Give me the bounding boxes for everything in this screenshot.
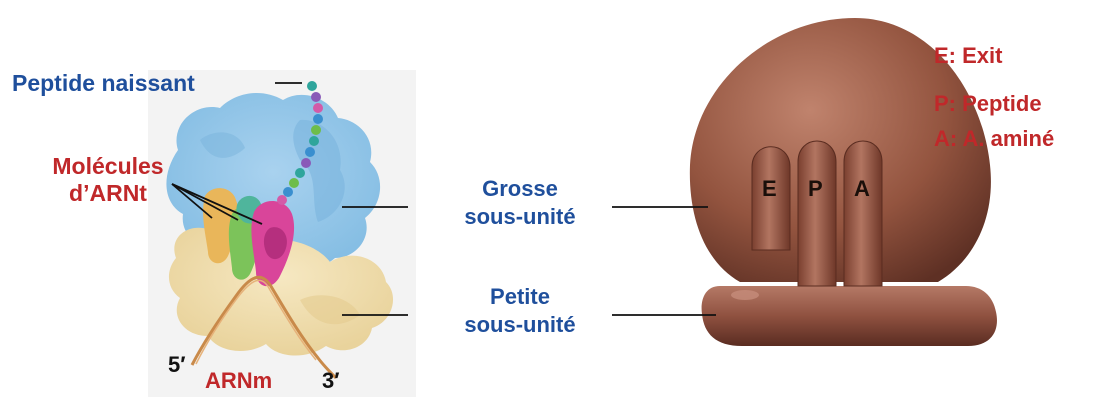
schematic-pointer-lines [0,0,1116,397]
